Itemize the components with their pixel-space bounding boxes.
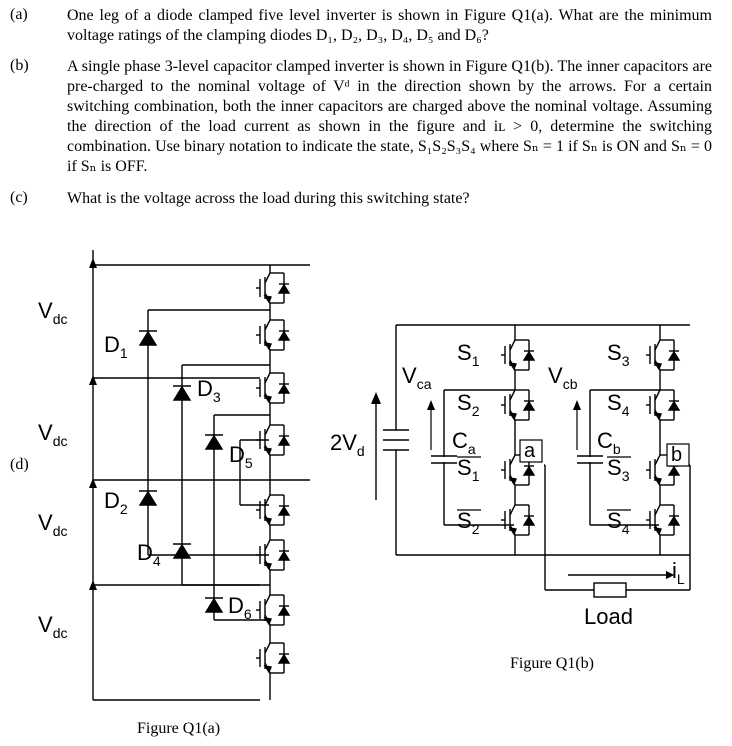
igbt-switch (256, 642, 299, 674)
vdc-label-3: Vdc (38, 510, 67, 539)
load-resistor (593, 582, 627, 598)
node-a-label: a (524, 440, 536, 462)
igbt-switch (256, 272, 299, 304)
switch-label-left: S2 (457, 390, 480, 419)
diode-label-d3: D3 (197, 376, 221, 405)
diode-label-d1: D1 (104, 332, 128, 361)
igbt-switch-right (646, 504, 689, 536)
igbt-switch (256, 372, 299, 404)
diode-d2 (138, 490, 158, 506)
igbt-switch-right (646, 389, 689, 421)
question-label: (c) (10, 189, 28, 206)
igbt-switch-left (501, 389, 544, 421)
current-label: iL (672, 558, 685, 587)
source-label: 2Vd (330, 430, 365, 459)
switch-label-right: S3 (607, 340, 630, 369)
igbt-switch-left (501, 339, 544, 371)
igbt-switch (256, 319, 299, 351)
igbt-switch-column (256, 272, 299, 674)
figure-b-caption: Figure Q1(b) (510, 655, 594, 672)
capacitor-cb (577, 455, 603, 464)
igbt-switch-right (646, 339, 689, 371)
switch-label-right: S3 (607, 455, 630, 484)
switch-label-left: S2 (457, 508, 480, 537)
question-label: (b) (10, 57, 29, 74)
diode-d1 (138, 330, 158, 346)
cb-label: Cb (597, 428, 621, 457)
diode-d5 (204, 434, 224, 450)
switch-label-left: S1 (457, 455, 480, 484)
question-label: (a) (10, 6, 28, 23)
question-text: One leg of a diode clamped five level in… (67, 7, 712, 44)
igbt-switch (256, 594, 299, 626)
vca-label: Vca (402, 363, 432, 392)
capacitor-ca (431, 455, 457, 464)
load-label: Load (584, 604, 633, 629)
switch-label-right: S4 (607, 390, 630, 419)
igbt-switch (256, 494, 299, 526)
vcb-label: Vcb (548, 363, 578, 392)
igbt-switch-left (501, 504, 544, 536)
switch-label-left: S1 (457, 340, 480, 369)
ca-label: Ca (452, 428, 476, 457)
igbt-switch (256, 424, 299, 456)
igbt-switch (256, 539, 299, 571)
diode-d6 (204, 597, 224, 613)
diode-d4 (172, 543, 192, 559)
diode-label-d6: D6 (228, 593, 252, 622)
question-text: What is the voltage across the load duri… (67, 190, 470, 207)
diode-d3 (172, 385, 192, 401)
diode-label-d5: D5 (229, 442, 253, 471)
figure-a-caption: Figure Q1(a) (137, 720, 220, 737)
switch-group-legs (501, 339, 689, 536)
vdc-label-4: Vdc (38, 612, 67, 641)
vdc-label-1: Vdc (38, 298, 67, 327)
switch-label-right: S4 (607, 508, 630, 537)
question-label-d: (d) (10, 456, 29, 473)
node-b-label: b (671, 444, 682, 466)
question-text: A single phase 3-level capacitor clamped… (67, 58, 712, 175)
diode-label-d2: D2 (104, 488, 128, 517)
diode-label-d4: D4 (137, 540, 161, 569)
vdc-label-2: Vdc (38, 420, 67, 449)
